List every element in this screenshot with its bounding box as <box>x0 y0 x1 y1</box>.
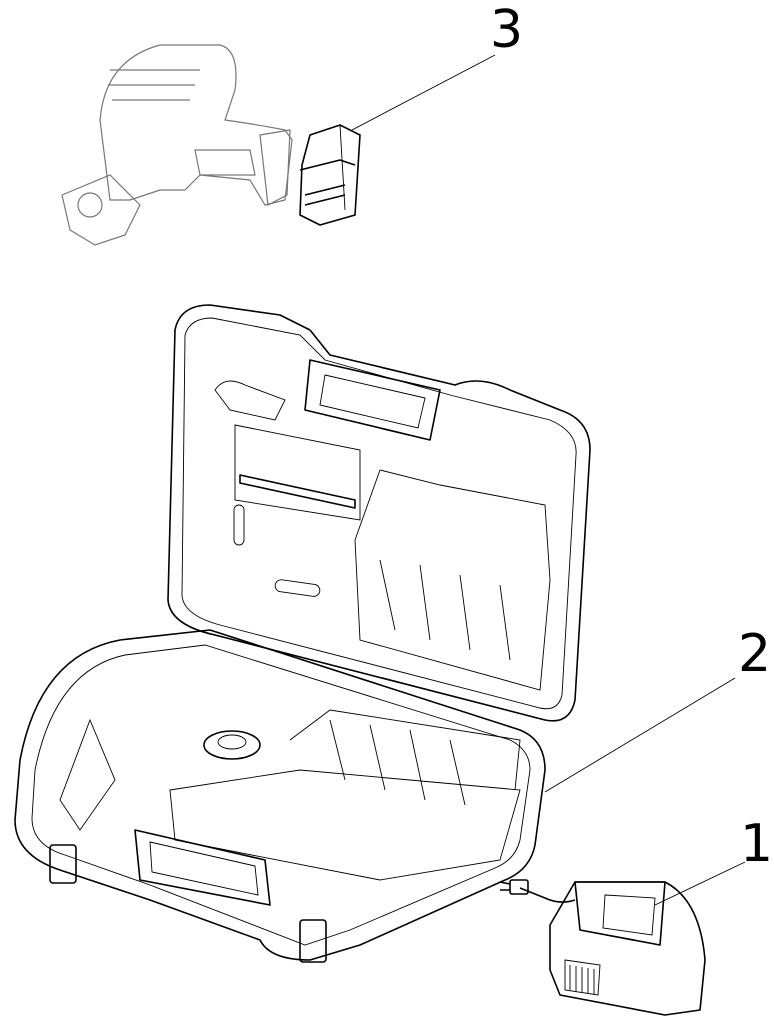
case-lid-drawing <box>167 304 591 722</box>
leader-line-3 <box>351 54 496 131</box>
case-base-drawing <box>14 629 546 963</box>
callout-3: 3 <box>490 0 524 60</box>
leader-line-2 <box>544 677 736 793</box>
press-tool-drawing <box>61 44 293 246</box>
callout-1: 1 <box>740 814 774 874</box>
battery-drawing <box>299 124 361 226</box>
callout-2: 2 <box>738 624 772 684</box>
charger-drawing <box>499 879 706 1016</box>
leader-line-1 <box>654 861 746 906</box>
